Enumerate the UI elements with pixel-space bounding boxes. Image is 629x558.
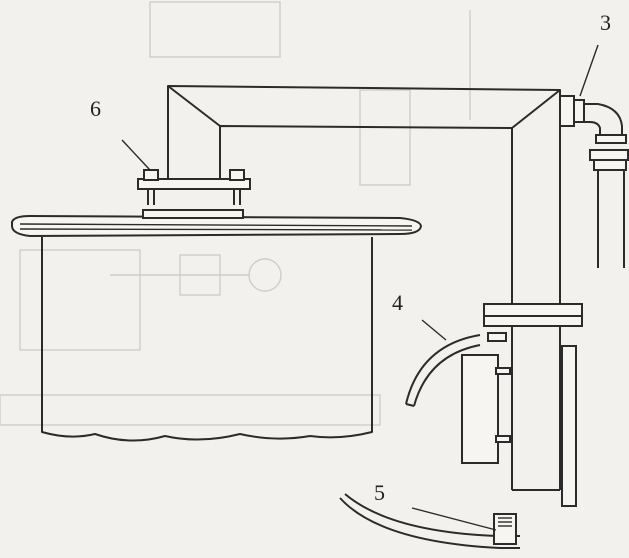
background-bleed-through <box>0 1 471 426</box>
callout-4: 4 <box>392 290 403 315</box>
tank <box>11 209 423 442</box>
tray-5 <box>339 493 520 549</box>
lower-bracket <box>461 303 583 507</box>
hood-frame <box>167 85 561 491</box>
callout-6: 6 <box>90 96 101 121</box>
fitting-3 <box>559 44 629 268</box>
callout-5: 5 <box>374 480 385 505</box>
curved-pipe-4 <box>405 319 481 407</box>
clamp-6 <box>121 139 251 205</box>
callout-3: 3 <box>600 10 611 35</box>
